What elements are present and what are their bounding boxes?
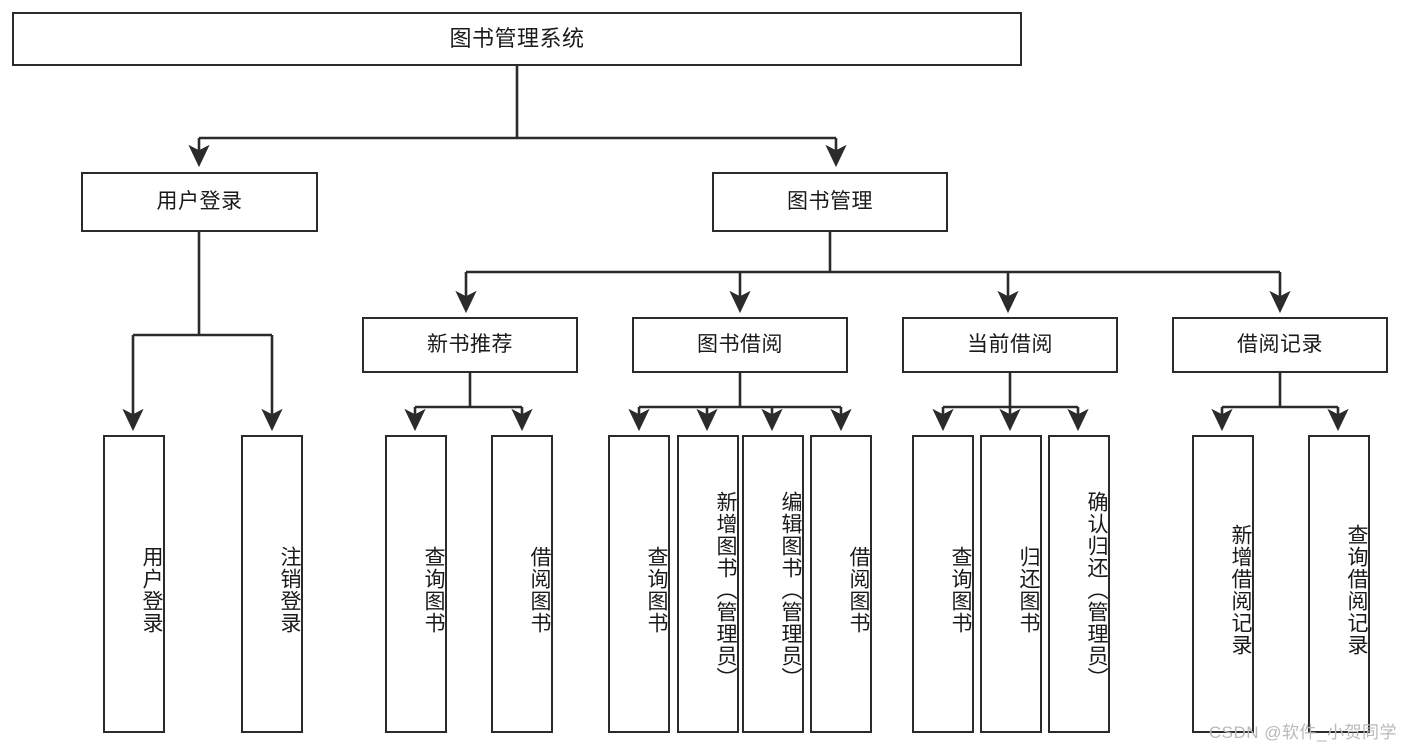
- leaf-edit-book-admin[interactable]: 编辑图书（管理员）: [742, 435, 804, 733]
- node-label: 注销登录: [278, 546, 301, 634]
- node-label: 查询借阅记录: [1345, 524, 1368, 656]
- node-label: 编辑图书（管理员）: [779, 491, 802, 689]
- node-label: 当前借阅: [967, 332, 1053, 356]
- node-label: 查询图书: [422, 546, 445, 634]
- node-label: 用户登录: [140, 546, 163, 634]
- leaf-query-book-new-recommend[interactable]: 查询图书: [385, 435, 447, 733]
- node-borrow-record[interactable]: 借阅记录: [1172, 317, 1388, 373]
- leaf-confirm-return-admin[interactable]: 确认归还（管理员）: [1048, 435, 1110, 733]
- node-label: 借阅图书: [847, 546, 870, 634]
- node-new-book-recommend[interactable]: 新书推荐: [362, 317, 578, 373]
- watermark-text: CSDN @软件_小贺同学: [1208, 723, 1397, 742]
- node-label: 新增借阅记录: [1229, 524, 1252, 656]
- leaf-return-book[interactable]: 归还图书: [980, 435, 1042, 733]
- leaf-query-borrow-record[interactable]: 查询借阅记录: [1308, 435, 1370, 733]
- leaf-add-book-admin[interactable]: 新增图书（管理员）: [677, 435, 739, 733]
- node-label: 借阅记录: [1237, 332, 1323, 356]
- node-label: 查询图书: [949, 546, 972, 634]
- node-current-borrow[interactable]: 当前借阅: [902, 317, 1118, 373]
- node-label: 图书借阅: [697, 332, 783, 356]
- leaf-query-book-current[interactable]: 查询图书: [912, 435, 974, 733]
- node-label: 新增图书（管理员）: [714, 491, 737, 689]
- node-user-login[interactable]: 用户登录: [81, 172, 318, 232]
- leaf-user-login[interactable]: 用户登录: [103, 435, 165, 733]
- node-label: 用户登录: [156, 189, 243, 213]
- node-label: 查询图书: [645, 546, 668, 634]
- leaf-add-borrow-record[interactable]: 新增借阅记录: [1192, 435, 1254, 733]
- leaf-borrow-book-new-recommend[interactable]: 借阅图书: [491, 435, 553, 733]
- node-label: 归还图书: [1017, 546, 1040, 634]
- node-label: 借阅图书: [528, 546, 551, 634]
- leaf-logout-login[interactable]: 注销登录: [241, 435, 303, 733]
- leaf-borrow-book-borrow[interactable]: 借阅图书: [810, 435, 872, 733]
- node-label: 确认归还（管理员）: [1085, 491, 1108, 689]
- leaf-query-book-borrow[interactable]: 查询图书: [608, 435, 670, 733]
- node-book-management-system[interactable]: 图书管理系统: [12, 12, 1022, 66]
- node-label: 图书管理: [787, 189, 873, 213]
- node-book-borrow[interactable]: 图书借阅: [632, 317, 848, 373]
- node-book-management[interactable]: 图书管理: [712, 172, 948, 232]
- node-label: 图书管理系统: [449, 26, 585, 52]
- node-label: 新书推荐: [427, 332, 513, 356]
